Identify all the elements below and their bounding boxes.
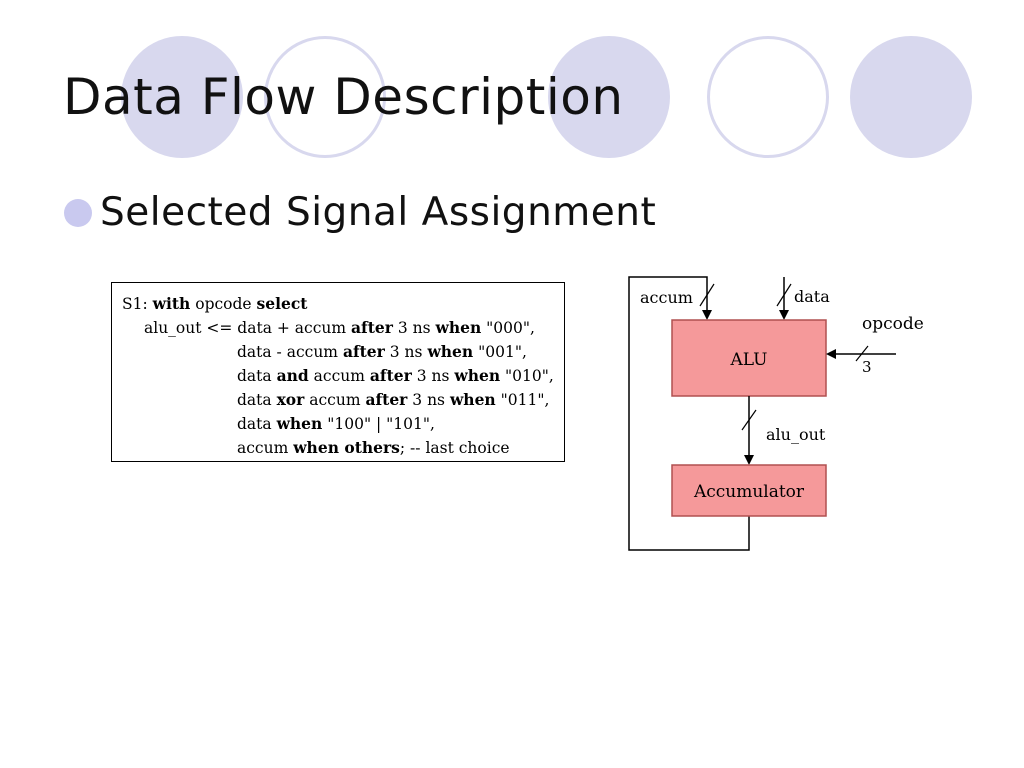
code-line-5: data xor accum after 3 ns when "011", — [237, 390, 550, 409]
alu-out-bus-slash — [741, 409, 757, 431]
code-line-3: data - accum after 3 ns when "001", — [237, 342, 527, 361]
code-line-1: S1: with opcode select — [122, 294, 308, 313]
code-line-6: data when "100" | "101", — [237, 414, 435, 433]
accum-label: accum — [640, 288, 693, 307]
accumulator-label: Accumulator — [693, 482, 805, 502]
alu-out-label: alu_out — [766, 425, 826, 444]
data-bus-slash — [776, 283, 792, 307]
slide-title: Data Flow Description — [63, 68, 624, 126]
decor-circle-2 — [264, 36, 386, 158]
opcode-bus-slash — [855, 345, 869, 362]
decor-circle-1 — [121, 36, 243, 158]
bullet-text: Selected Signal Assignment — [100, 190, 657, 235]
decor-circle-5 — [850, 36, 972, 158]
code-box: S1: with opcode select alu_out <= data +… — [111, 282, 565, 462]
decor-circle-3 — [548, 36, 670, 158]
code-line-4: data and accum after 3 ns when "010", — [237, 366, 554, 385]
bullet-item: Selected Signal Assignment — [64, 190, 656, 235]
code-line-7: accum when others; -- last choice — [237, 438, 510, 457]
opcode-width-label: 3 — [862, 358, 872, 376]
decor-circle-4 — [707, 36, 829, 158]
feedback-wire — [628, 276, 750, 551]
alu-block — [671, 319, 827, 397]
accum-bus-slash — [699, 283, 715, 307]
code-line-2: alu_out <= data + accum after 3 ns when … — [144, 318, 535, 337]
opcode-label: opcode — [862, 314, 924, 334]
alu-block-diagram: accum data ALU opcode 3 alu_out Accumula… — [628, 276, 924, 551]
bullet-dot-icon — [64, 198, 92, 227]
alu-label: ALU — [730, 350, 768, 370]
data-label: data — [794, 287, 830, 306]
accumulator-block — [671, 464, 827, 517]
